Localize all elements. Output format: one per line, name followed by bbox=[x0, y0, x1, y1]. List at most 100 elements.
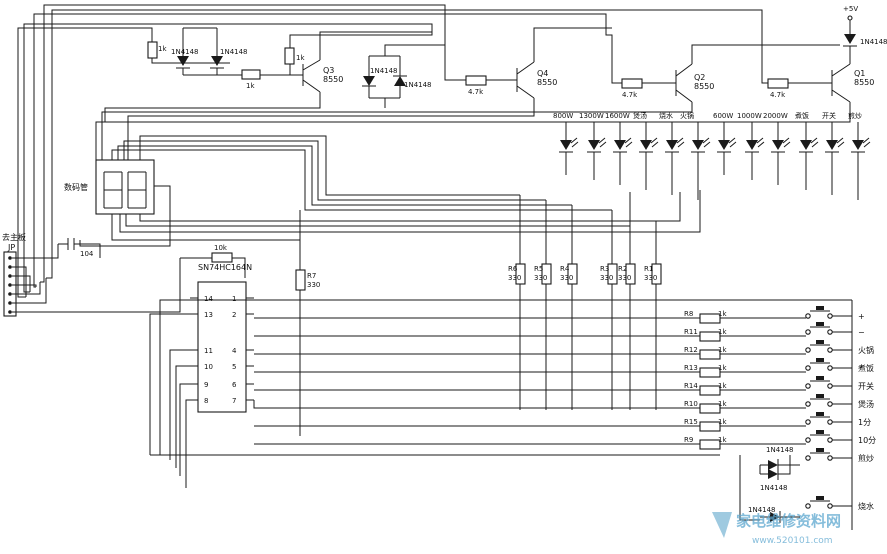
diode-label: 1N4148 bbox=[766, 446, 794, 454]
transistor-type: 8550 bbox=[854, 78, 874, 87]
transistor-type: 8550 bbox=[323, 75, 343, 84]
resistor-body bbox=[699, 421, 721, 432]
diode-label: 1N4148 bbox=[404, 81, 432, 89]
switch-contact bbox=[827, 329, 833, 335]
diode-1n4148-low-a bbox=[768, 460, 778, 470]
resistor-label: 4.7k bbox=[622, 91, 638, 99]
resistor-value: 1k bbox=[718, 346, 727, 354]
key-switch: 煲汤 bbox=[805, 394, 874, 409]
resistor-body bbox=[541, 263, 552, 285]
resistor-1k-q3 bbox=[284, 47, 295, 65]
resistor-r7: R7 330 bbox=[295, 210, 320, 436]
ic-pin-number: 9 bbox=[204, 381, 208, 389]
resistor-body bbox=[699, 313, 721, 324]
resistor-ref: R11 bbox=[684, 328, 698, 336]
ic-pin-number: 11 bbox=[204, 347, 213, 355]
led-indicator: 煎炒 bbox=[848, 111, 871, 200]
capacitor-label: 104 bbox=[80, 250, 94, 258]
key-switch: − bbox=[805, 322, 865, 337]
resistor-label: 1k bbox=[246, 82, 255, 90]
switch-button bbox=[816, 412, 824, 416]
resistor-value: 330 bbox=[644, 274, 657, 282]
watermark-logo bbox=[712, 512, 732, 538]
ic-left-wiring bbox=[149, 313, 720, 488]
resistor-10k-body bbox=[211, 252, 233, 263]
transistor-q4: 4.7k Q4 8550 bbox=[127, 27, 612, 165]
led-indicator: 1600W bbox=[605, 112, 633, 185]
diode-1n4148-top bbox=[844, 34, 856, 44]
ic-pin-number: 10 bbox=[204, 363, 213, 371]
lower-diode-network: 1N4148 1N4148 1N4148 bbox=[739, 446, 800, 523]
transistor-q2: 4.7k Q2 8550 bbox=[101, 44, 840, 160]
led-diode bbox=[614, 140, 626, 150]
switch-contact bbox=[827, 313, 833, 319]
switch-contact bbox=[827, 455, 833, 461]
resistor-label: 10k bbox=[214, 244, 228, 252]
diode-label: 1N4148 bbox=[370, 67, 398, 75]
diode-1n4148-low-c bbox=[770, 512, 780, 522]
resistor-10k: 10k bbox=[180, 244, 246, 278]
key-label: − bbox=[858, 328, 865, 337]
led-diode bbox=[692, 140, 704, 150]
resistor-label: 1k bbox=[296, 54, 305, 62]
resistor-body bbox=[699, 331, 721, 342]
transistor-q3: Q3 8550 bbox=[104, 31, 432, 122]
led-diode bbox=[666, 140, 678, 150]
power-terminal bbox=[847, 15, 853, 21]
diode-label: 1N4148 bbox=[760, 484, 788, 492]
connector-ref: JP bbox=[7, 243, 15, 252]
resistor-ref: R2 bbox=[618, 265, 627, 273]
resistor-body bbox=[699, 385, 721, 396]
resistor-1k-horizontal bbox=[241, 69, 261, 80]
switch-button bbox=[816, 322, 824, 326]
resistor-label: 4.7k bbox=[770, 91, 786, 99]
key-label: + bbox=[858, 312, 865, 321]
transistor-ref: Q3 bbox=[323, 66, 334, 75]
top-bus-wires bbox=[17, 4, 768, 298]
key-label: 火锅 bbox=[858, 345, 874, 355]
ic-pin-number: 1 bbox=[232, 295, 236, 303]
resistor-ref: R10 bbox=[684, 400, 698, 408]
resistor-body bbox=[699, 439, 721, 450]
led-indicator: 煲汤 bbox=[633, 111, 659, 190]
connector-jp: 去主板 JP 104 bbox=[2, 232, 181, 317]
switch-contact bbox=[805, 383, 811, 389]
power-label: +5V bbox=[843, 5, 858, 13]
led-indicator: 2000W bbox=[763, 112, 791, 185]
resistor-body bbox=[607, 263, 618, 285]
led-indicator: 火锅 bbox=[680, 111, 711, 200]
key-switch: 煮饭 bbox=[805, 358, 874, 373]
display-body bbox=[95, 159, 155, 215]
resistor-body bbox=[699, 403, 721, 414]
led-label: 煎炒 bbox=[848, 111, 862, 120]
key-switch: 烧水 bbox=[805, 496, 874, 511]
led-label: 煮饭 bbox=[795, 111, 809, 120]
ic-pin-number: 6 bbox=[232, 381, 237, 389]
connector-pin bbox=[8, 256, 12, 260]
connector-pin bbox=[8, 265, 12, 269]
watermark-url: www.520101.com bbox=[752, 536, 833, 546]
switch-contact bbox=[827, 347, 833, 353]
ic-pin-number: 5 bbox=[232, 363, 236, 371]
resistor-value: 330 bbox=[508, 274, 521, 282]
switch-button bbox=[816, 376, 824, 380]
switch-button bbox=[816, 394, 824, 398]
display-label: 数码管 bbox=[64, 182, 88, 192]
watermark-text: 家电维修资料网 bbox=[736, 512, 841, 530]
switch-button bbox=[816, 306, 824, 310]
diode-pair-center: 1N4148 1N4148 bbox=[362, 44, 445, 108]
resistor-ref: R4 bbox=[560, 265, 570, 273]
ic-pin-number: 2 bbox=[232, 311, 236, 319]
led-diode bbox=[772, 140, 784, 150]
resistor-ref: R14 bbox=[684, 382, 698, 390]
resistor-ref: R3 bbox=[600, 265, 609, 273]
led-diode bbox=[718, 140, 730, 150]
